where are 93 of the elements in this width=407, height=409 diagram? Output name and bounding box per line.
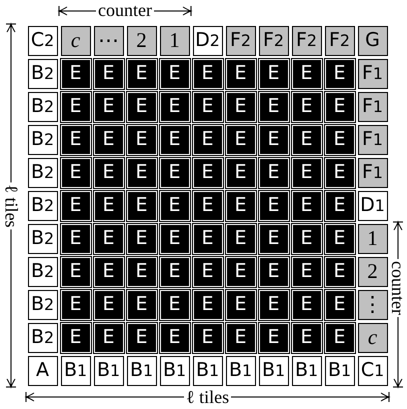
tile: c (60, 26, 90, 56)
tile: E (226, 290, 256, 320)
tile: E (258, 92, 288, 122)
tile: E (60, 322, 90, 352)
tile: E (226, 124, 256, 154)
tile: E (160, 124, 190, 154)
tile: E (324, 224, 354, 254)
tile: E (258, 290, 288, 320)
tile: E (258, 158, 288, 188)
tile: E (324, 58, 354, 88)
tile: E (258, 124, 288, 154)
tile: E (160, 224, 190, 254)
tile: E (126, 190, 156, 220)
tile: E (160, 290, 190, 320)
tile: E (94, 190, 124, 220)
tile: E (60, 290, 90, 320)
tile: E (292, 224, 322, 254)
tile: E (94, 158, 124, 188)
tile: E (160, 58, 190, 88)
tile: E (192, 322, 222, 352)
tile: E (160, 92, 190, 122)
tile: E (60, 190, 90, 220)
dimension-label: ℓ tiles (2, 182, 20, 230)
tile: E (60, 224, 90, 254)
tile: E (60, 124, 90, 154)
tile: E (94, 58, 124, 88)
tile: 2 (358, 256, 388, 286)
tile: E (126, 158, 156, 188)
tile: E (192, 58, 222, 88)
tile: E (292, 158, 322, 188)
tile: E (324, 256, 354, 286)
tile: E (324, 124, 354, 154)
tile: E (94, 224, 124, 254)
tile: 1 (358, 224, 388, 254)
tile: E (160, 158, 190, 188)
tile: E (226, 158, 256, 188)
dimension-label: ℓ tiles (184, 388, 232, 406)
tile: E (258, 190, 288, 220)
tile: E (126, 290, 156, 320)
tile: E (292, 92, 322, 122)
tile: E (126, 124, 156, 154)
tile: E (292, 322, 322, 352)
tile: E (324, 190, 354, 220)
tile: E (60, 256, 90, 286)
tile: E (192, 256, 222, 286)
tile: ⋯ (94, 26, 124, 56)
tile: E (258, 224, 288, 254)
tile: E (160, 322, 190, 352)
tile: E (126, 322, 156, 352)
tile: E (126, 92, 156, 122)
tile: E (324, 290, 354, 320)
tile: E (192, 290, 222, 320)
tile: E (226, 224, 256, 254)
tile: E (226, 322, 256, 352)
tile: E (192, 158, 222, 188)
tile: E (192, 190, 222, 220)
tile: E (292, 190, 322, 220)
tile: E (226, 256, 256, 286)
tile: 2 (126, 26, 156, 56)
tile: E (126, 58, 156, 88)
tile: E (258, 256, 288, 286)
tile: E (126, 256, 156, 286)
tile: E (160, 256, 190, 286)
tile: E (324, 322, 354, 352)
tile: E (226, 58, 256, 88)
tile: G (358, 26, 388, 56)
tile: E (192, 124, 222, 154)
tile: E (292, 256, 322, 286)
tile: 1 (160, 26, 190, 56)
tile: E (60, 158, 90, 188)
tile: E (292, 58, 322, 88)
tile: E (324, 92, 354, 122)
tile: E (160, 190, 190, 220)
tile: E (94, 124, 124, 154)
tile: E (226, 92, 256, 122)
tile: A (28, 356, 58, 386)
tile: E (94, 290, 124, 320)
tile: E (258, 58, 288, 88)
tile: E (94, 256, 124, 286)
tile: E (192, 92, 222, 122)
tile: E (94, 92, 124, 122)
tile: E (292, 124, 322, 154)
tile: E (60, 92, 90, 122)
tile: E (60, 58, 90, 88)
tile: E (226, 190, 256, 220)
tile: E (258, 322, 288, 352)
tile: E (292, 290, 322, 320)
tile: E (324, 158, 354, 188)
tile: E (192, 224, 222, 254)
tile: E (126, 224, 156, 254)
tile: E (94, 322, 124, 352)
tile: c (358, 322, 388, 352)
tile: ⋮ (358, 290, 388, 320)
